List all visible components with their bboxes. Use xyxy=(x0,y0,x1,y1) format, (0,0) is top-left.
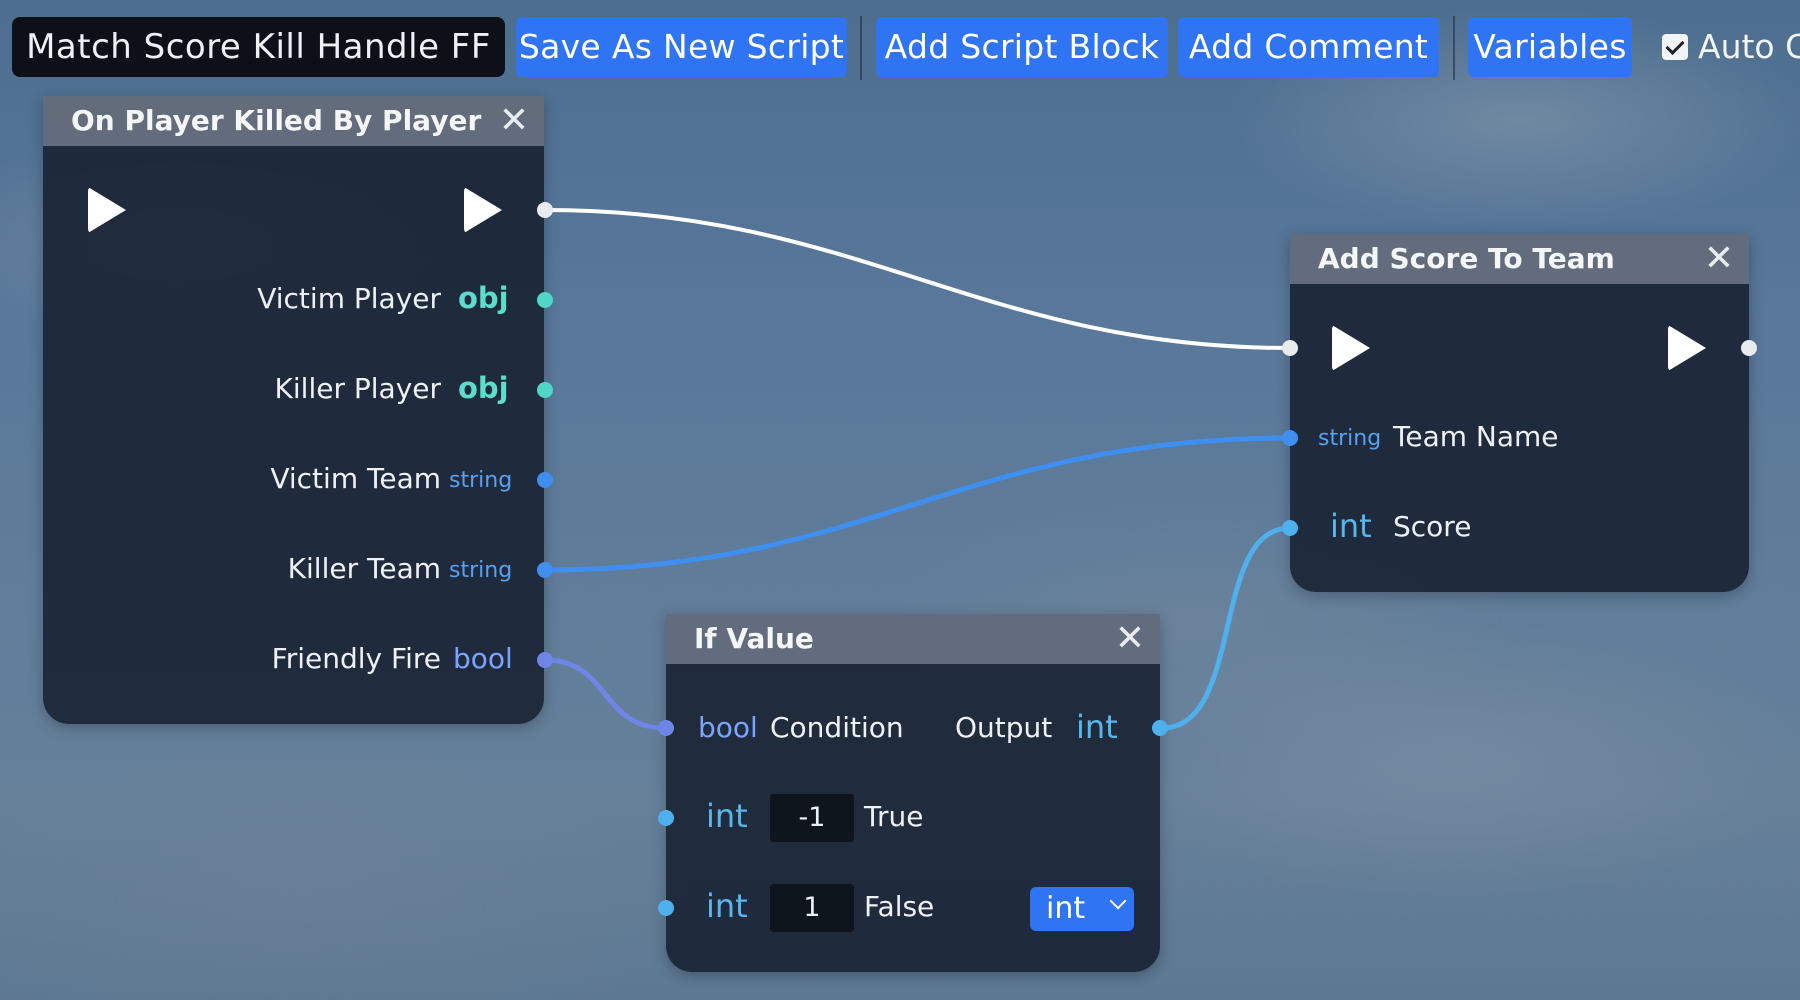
type-select-value: int xyxy=(1046,891,1086,926)
auto-checkbox[interactable] xyxy=(1662,34,1688,60)
input-label-true: True xyxy=(864,800,924,833)
node-on-player-killed[interactable]: On Player Killed By Player ✕ Victim Play… xyxy=(43,96,544,724)
type-obj-label: obj xyxy=(458,371,509,405)
input-label-condition: Condition xyxy=(770,711,904,744)
node-add-score-to-team[interactable]: Add Score To Team ✕ string Team Name int… xyxy=(1290,234,1749,592)
type-bool-label: bool xyxy=(698,711,758,744)
output-label-output: Output xyxy=(955,711,1053,744)
exec-wire xyxy=(544,208,1291,350)
close-icon[interactable]: ✕ xyxy=(498,100,530,141)
node-header[interactable]: Add Score To Team xyxy=(1290,234,1749,284)
type-int-label: int xyxy=(1330,507,1372,545)
exec-in-icon[interactable] xyxy=(1332,325,1370,371)
input-label-score: Score xyxy=(1393,510,1472,543)
type-string-label: string xyxy=(1318,426,1382,451)
add-script-block-button[interactable]: Add Script Block xyxy=(876,17,1168,77)
type-bool-label: bool xyxy=(453,642,513,675)
type-string-label: string xyxy=(449,468,513,493)
node-title: If Value xyxy=(694,622,814,655)
type-string-label: string xyxy=(449,558,513,583)
type-obj-label: obj xyxy=(458,281,509,315)
type-int-label: int xyxy=(1076,708,1118,746)
exec-out-icon[interactable] xyxy=(464,187,502,233)
node-title: On Player Killed By Player xyxy=(71,104,482,137)
save-as-new-script-button[interactable]: Save As New Script xyxy=(516,17,847,77)
type-select-dropdown[interactable]: int xyxy=(1030,887,1134,931)
script-name-field[interactable]: Match Score Kill Handle FF xyxy=(12,17,505,77)
close-icon[interactable]: ✕ xyxy=(1703,238,1735,279)
team-name-wire xyxy=(544,435,1291,573)
toolbar-divider xyxy=(860,16,862,80)
output-label-killer-player: Killer Player xyxy=(274,372,441,405)
input-label-false: False xyxy=(864,890,935,923)
input-label-team-name: Team Name xyxy=(1393,420,1559,453)
close-icon[interactable]: ✕ xyxy=(1114,618,1146,659)
score-wire xyxy=(1161,525,1291,731)
add-comment-button[interactable]: Add Comment xyxy=(1178,17,1439,77)
node-title: Add Score To Team xyxy=(1318,242,1615,275)
type-int-label: int xyxy=(706,887,748,925)
output-label-victim-team: Victim Team xyxy=(270,462,441,495)
true-value-input[interactable]: -1 xyxy=(770,794,854,842)
exec-in-icon[interactable] xyxy=(88,187,126,233)
output-label-victim-player: Victim Player xyxy=(257,282,441,315)
friendly-fire-wire xyxy=(544,657,666,731)
node-if-value[interactable]: If Value ✕ bool Condition Output int int… xyxy=(666,614,1160,972)
variables-button[interactable]: Variables xyxy=(1468,17,1632,77)
output-label-friendly-fire: Friendly Fire xyxy=(271,642,441,675)
auto-toggle[interactable]: Auto C xyxy=(1662,17,1800,77)
toolbar: Match Score Kill Handle FF Save As New S… xyxy=(0,0,1800,95)
auto-label: Auto C xyxy=(1698,27,1800,66)
output-label-killer-team: Killer Team xyxy=(287,552,441,585)
chevron-down-icon xyxy=(1109,892,1127,910)
node-header[interactable]: If Value xyxy=(666,614,1160,664)
node-header[interactable]: On Player Killed By Player xyxy=(43,96,544,146)
false-value-input[interactable]: 1 xyxy=(770,884,854,932)
type-int-label: int xyxy=(706,797,748,835)
exec-out-icon[interactable] xyxy=(1668,325,1706,371)
toolbar-divider xyxy=(1453,16,1455,80)
